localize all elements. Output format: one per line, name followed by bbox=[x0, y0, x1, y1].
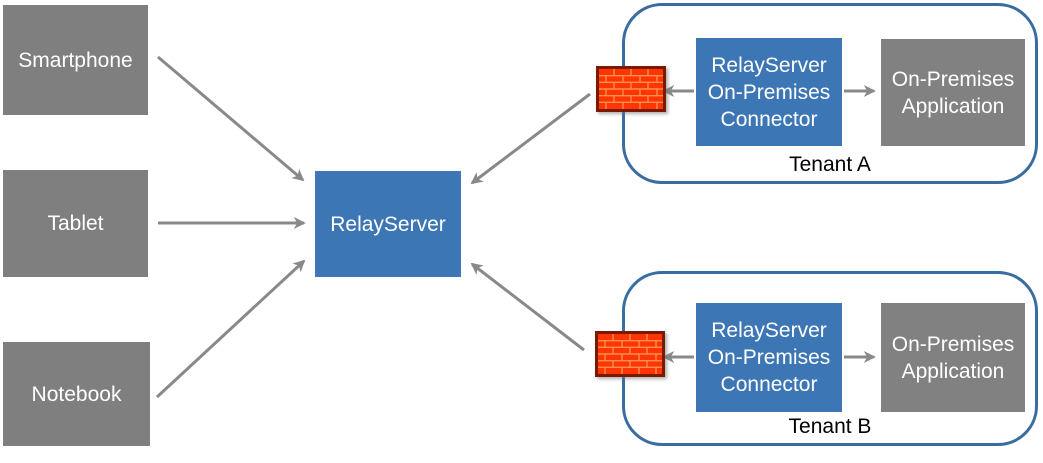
application-label-line: On-Premises bbox=[891, 332, 1015, 356]
client-box-notebook: Notebook bbox=[3, 342, 150, 446]
client-box-tablet: Tablet bbox=[3, 170, 148, 277]
connector-box-tenant-b: RelayServer On-Premises Connector bbox=[696, 303, 842, 412]
relayserver-label: RelayServer bbox=[330, 212, 446, 236]
connector-label-line: On-Premises bbox=[707, 346, 831, 369]
firewall-icon bbox=[596, 66, 666, 112]
client-box-smartphone: Smartphone bbox=[3, 5, 148, 115]
connector-label-line: RelayServer bbox=[711, 53, 827, 77]
arrow-smartphone-to-relayserver bbox=[157, 55, 305, 182]
arrow-tenant-b-to-relayserver bbox=[470, 262, 585, 352]
client-label: Smartphone bbox=[18, 48, 133, 72]
application-label-line: Application bbox=[901, 94, 1005, 118]
application-label-line: Application bbox=[901, 359, 1005, 383]
application-box-tenant-b: On-Premises Application bbox=[881, 303, 1025, 412]
firewall-icon bbox=[595, 331, 665, 377]
connector-label-line: On-Premises bbox=[707, 80, 831, 104]
arrow-tenant-a-to-relayserver bbox=[470, 92, 591, 185]
tenant-a-label: Tenant A bbox=[789, 153, 871, 176]
relayserver-box: RelayServer bbox=[315, 171, 461, 277]
connector-label-line: RelayServer bbox=[711, 319, 827, 342]
connector-box-tenant-a: RelayServer On-Premises Connector bbox=[696, 38, 842, 146]
connector-label-line: Connector bbox=[720, 373, 818, 396]
application-label-line: On-Premises bbox=[891, 67, 1015, 91]
arrow-notebook-to-relayserver bbox=[155, 259, 306, 399]
tenant-b-label: Tenant B bbox=[788, 415, 872, 438]
client-label: Tablet bbox=[47, 212, 104, 235]
application-box-tenant-a: On-Premises Application bbox=[881, 39, 1025, 146]
client-label: Notebook bbox=[31, 382, 122, 406]
connector-label-line: Connector bbox=[720, 107, 818, 131]
